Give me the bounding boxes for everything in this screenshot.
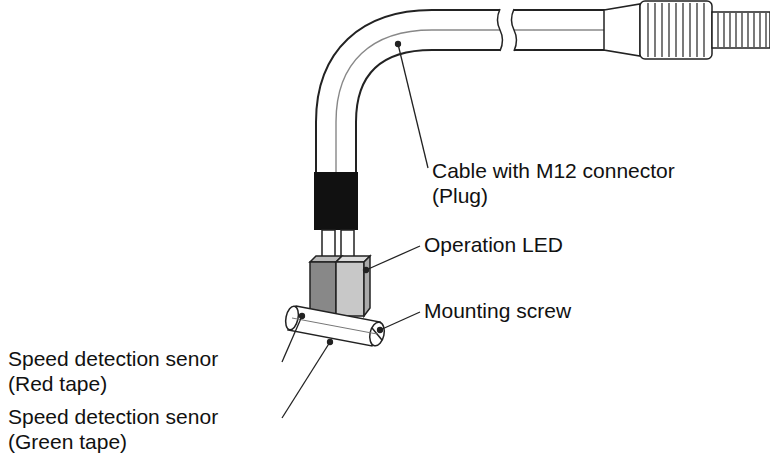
callout-label: Mounting screw [424, 298, 571, 323]
knurl-stroke [765, 13, 766, 47]
callout-label: Cable with M12 connector (Plug) [432, 158, 679, 208]
leader-line [282, 342, 330, 418]
knurl-stroke [741, 13, 742, 47]
knurl-stroke [682, 3, 683, 57]
knurl-stroke [654, 3, 655, 57]
knurl-stroke [675, 3, 676, 57]
mounting-bar [284, 305, 387, 347]
knurl-stroke [735, 13, 736, 47]
callout-label: Speed detection senor (Green tape) [8, 404, 223, 454]
leader-line [282, 316, 302, 362]
leader-line [398, 44, 428, 168]
knurl-stroke [689, 3, 690, 57]
knurl-stroke [703, 3, 704, 57]
callout-label: Operation LED [424, 232, 563, 257]
knurl-stroke [668, 3, 669, 57]
callout-label: Speed detection senor (Red tape) [8, 346, 223, 396]
leader-line [380, 312, 420, 330]
knurl-stroke [729, 13, 730, 47]
knurl-stroke [723, 13, 724, 47]
knurl-stroke [647, 3, 648, 57]
knurl-stroke [696, 3, 697, 57]
leader-dot [364, 268, 369, 273]
shrink-tube [314, 172, 358, 230]
leader-dot [396, 42, 401, 47]
knurl-stroke [661, 3, 662, 57]
speed-sensors [310, 256, 370, 316]
knurl-stroke [717, 13, 718, 47]
leader-dot [300, 314, 305, 319]
cable [336, 9, 606, 180]
knurl-stroke [747, 13, 748, 47]
leader-lines [282, 42, 428, 419]
m12-connector [604, 1, 770, 59]
knurl-stroke [759, 13, 760, 47]
leader-dot [328, 340, 333, 345]
leader-line [366, 246, 420, 270]
knurl-stroke [753, 13, 754, 47]
leader-dot [378, 328, 383, 333]
